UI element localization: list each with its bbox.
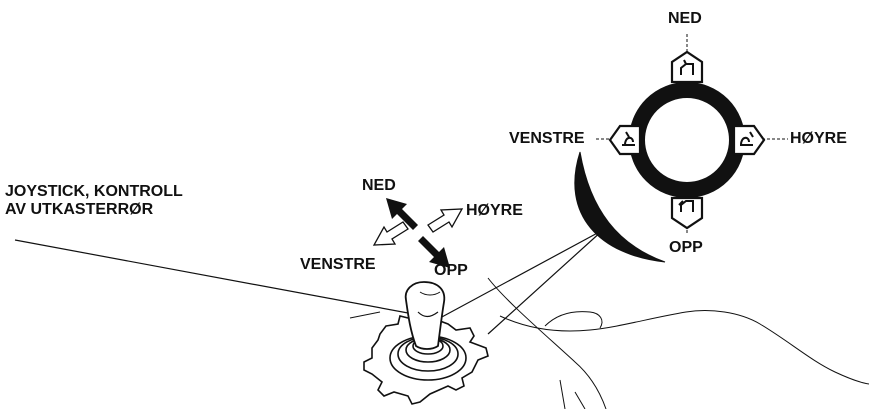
direction-arrows: [372, 198, 464, 268]
direction-dial: [608, 50, 766, 230]
joystick-callout-line2: AV UTKASTERRØR: [5, 201, 154, 218]
dial-button-bottom: [670, 196, 704, 230]
magnifier-line-upper: [439, 229, 604, 319]
joystick-label-ned: NED: [362, 177, 396, 194]
dial-label-opp: OPP: [669, 239, 703, 256]
arrow-ned: [386, 198, 418, 230]
chute-right-icon: [740, 131, 754, 146]
console-outline: [487, 277, 607, 410]
joystick-label-venstre: VENSTRE: [300, 256, 376, 273]
chute-up-icon: [680, 59, 694, 75]
console-edge-left: [349, 311, 381, 319]
magnifier-crescent: [574, 151, 666, 263]
joystick-callout-line1: JOYSTICK, KONTROLL: [5, 183, 183, 200]
dial-label-venstre: VENSTRE: [509, 130, 585, 147]
chute-down-icon: [678, 200, 694, 212]
dial-label-ned: NED: [668, 10, 702, 27]
arrow-hoyre: [427, 208, 464, 233]
magnifier-line-lower: [487, 229, 604, 335]
arrow-opp: [418, 236, 450, 268]
dial-label-hoyre: HØYRE: [790, 130, 847, 147]
joystick-label-hoyre: HØYRE: [466, 202, 523, 219]
chute-left-icon: [622, 131, 635, 146]
joystick-label-opp: OPP: [434, 262, 468, 279]
console-panel: [544, 311, 603, 329]
console-edge-bottom: [559, 379, 586, 410]
joystick: [363, 281, 489, 405]
callout-leader-line: [14, 239, 409, 314]
dial-button-top: [670, 50, 704, 84]
dial-ring: [629, 82, 745, 198]
arrow-venstre: [372, 221, 409, 246]
console-outline-inner: [499, 310, 869, 385]
